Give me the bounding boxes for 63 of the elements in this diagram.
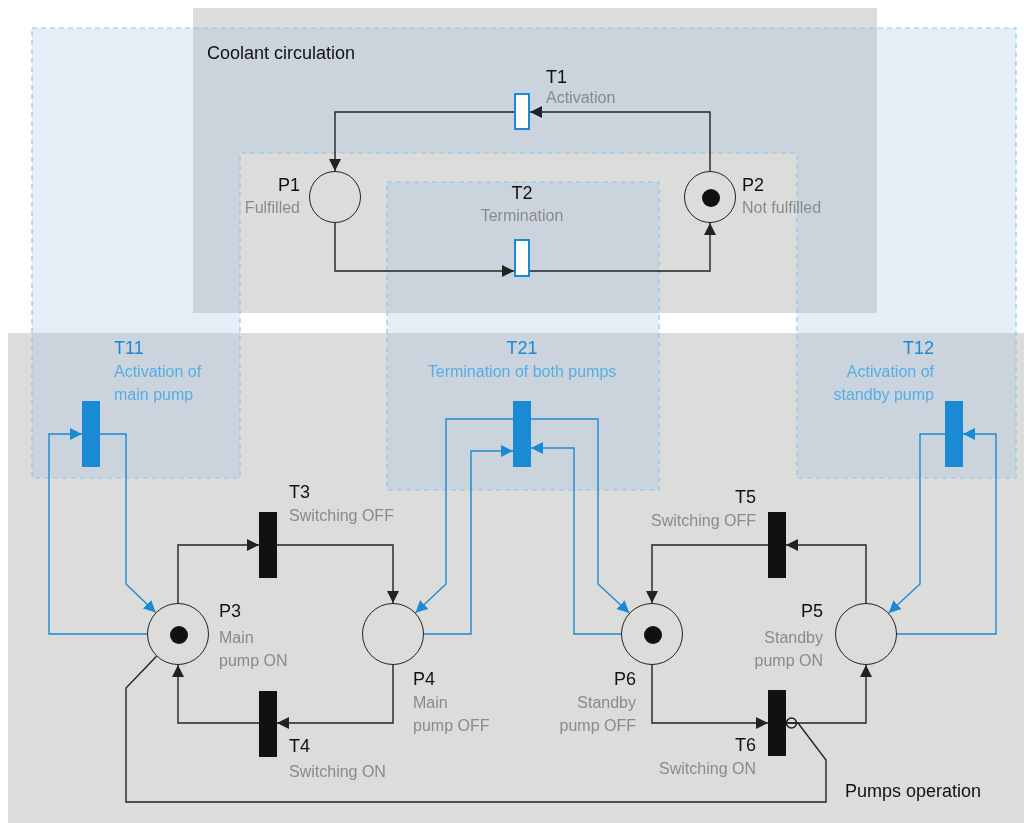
node-name: P3 xyxy=(219,600,242,623)
node-caption: Switching ON xyxy=(659,759,756,779)
region-title: Coolant circulation xyxy=(207,42,356,65)
transition-bar xyxy=(768,512,786,578)
inhibitor-arc xyxy=(125,655,827,803)
arrow xyxy=(896,428,997,635)
arrow xyxy=(785,539,867,604)
node-name: T1 xyxy=(546,66,567,89)
arrow xyxy=(276,664,394,729)
arrow xyxy=(99,433,157,614)
transition-bar xyxy=(82,401,100,467)
arrow xyxy=(334,222,515,277)
region-panel xyxy=(193,8,877,313)
arrow xyxy=(530,418,630,614)
transition-bar xyxy=(768,690,786,756)
node-name: P5 xyxy=(800,600,823,623)
transition-bar xyxy=(259,691,277,757)
node-name: P6 xyxy=(613,668,636,691)
node-caption: Activation xyxy=(546,88,616,108)
node-caption: Switching OFF xyxy=(651,511,756,531)
node-caption: Activation of main pump xyxy=(114,362,203,405)
transition-bar xyxy=(513,401,531,467)
transition-bar xyxy=(945,401,963,467)
node-caption: Termination xyxy=(480,206,564,226)
transition-bar xyxy=(514,93,530,130)
arrow xyxy=(172,664,260,724)
node-name: P2 xyxy=(742,174,765,197)
arrow xyxy=(646,544,769,604)
arrow xyxy=(177,539,260,604)
node-name: P1 xyxy=(277,174,300,197)
node-caption: Not fulfilled xyxy=(742,198,822,218)
node-name: P4 xyxy=(413,668,436,691)
node-caption: Activation of standby pump xyxy=(832,362,934,405)
arrow xyxy=(423,445,514,635)
node-caption: Standby pump ON xyxy=(753,628,823,671)
region-panel xyxy=(8,333,1024,823)
node-name: T6 xyxy=(735,734,756,757)
arrow xyxy=(888,433,946,614)
node-name: T5 xyxy=(735,486,756,509)
arrow xyxy=(651,664,769,729)
arrow xyxy=(329,111,515,172)
arrow xyxy=(414,418,514,614)
node-name: T12 xyxy=(902,337,934,360)
node-name: T11 xyxy=(114,337,144,360)
node-caption: Main pump OFF xyxy=(413,693,491,736)
arrow xyxy=(48,428,148,635)
node-name: T4 xyxy=(289,735,310,758)
node-name: T21 xyxy=(506,337,538,360)
node-caption: Switching ON xyxy=(289,762,386,782)
node-caption: Switching OFF xyxy=(289,506,394,526)
node-name: T3 xyxy=(289,481,310,504)
arrow xyxy=(530,442,622,635)
node-name: T2 xyxy=(511,182,533,205)
arrow xyxy=(529,222,716,272)
node-caption: Standby pump OFF xyxy=(558,693,636,736)
arrow xyxy=(276,544,399,604)
transition-bar xyxy=(259,512,277,578)
transition-bar xyxy=(514,239,530,277)
node-caption: Main pump ON xyxy=(219,628,289,671)
region-title: Pumps operation xyxy=(845,780,982,803)
node-caption: Termination of both pumps xyxy=(427,362,617,382)
node-caption: Fulfilled xyxy=(244,198,300,218)
arrow xyxy=(529,106,711,172)
